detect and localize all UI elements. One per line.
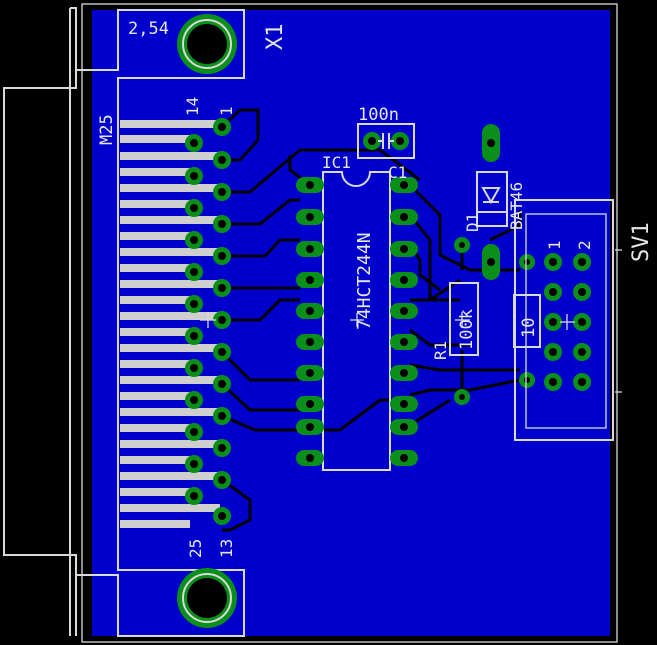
ic-type-label: 74HCT244N [354,232,375,330]
sv-pin1-label: 1 [545,240,564,250]
ic1-74hct244n [296,171,418,471]
pin14-label: 14 [183,97,202,116]
m25-label: M25 [97,114,117,145]
r1-name-label: R1 [431,341,450,360]
sv-name-label: SV1 [629,222,654,262]
pin25-label: 25 [186,539,205,558]
traces [220,108,522,532]
db25-connector [3,7,245,637]
diode-name-label: D1 [463,213,482,232]
diode-type-label: BAT46 [507,182,526,230]
cap-value-label: 100n [358,105,399,125]
diode-d1 [476,124,508,280]
connector-fingers [120,120,220,528]
copper-board [92,10,610,636]
r2-value-label: 10 [519,318,539,338]
x1-name-label: X1 [263,24,288,51]
board-left-strip [70,8,92,636]
cap-name-label: C1 [388,163,407,182]
db25-pads [185,118,231,525]
header-sv1 [514,199,622,441]
x1-pitch-label: 2,54 [128,19,169,39]
capacitor-c1 [357,123,415,159]
pin13-label: 13 [217,539,236,558]
ic-name-label: IC1 [322,153,351,172]
pin1-conn-label: 1 [217,106,236,116]
sv-pin2-label: 2 [575,240,594,250]
board-outline [81,3,618,643]
resistor-r1 [449,237,479,405]
r1-value-label: 100k [457,309,477,350]
